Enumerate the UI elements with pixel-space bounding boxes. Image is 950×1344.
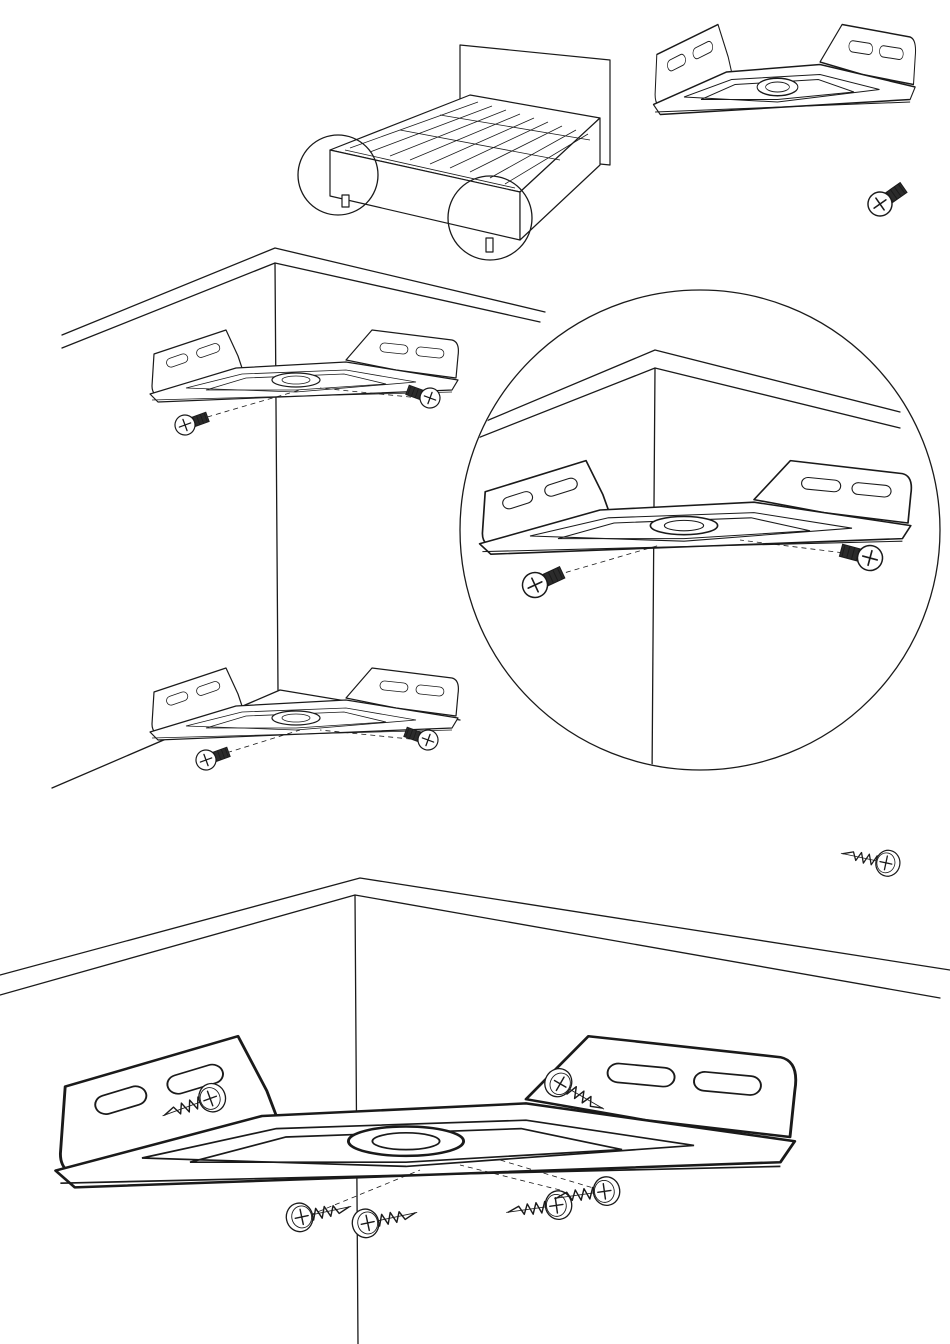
wood-screw-plate-2 (350, 1198, 421, 1240)
wood-screw-icon (838, 841, 902, 879)
lower-bracket (150, 668, 458, 773)
bed-overview (298, 45, 610, 260)
corner-bracket-part (653, 25, 915, 115)
detail-screw-right (838, 538, 886, 573)
detail-screw-left (518, 561, 567, 602)
wood-screw-plate-1 (284, 1192, 355, 1234)
frame-corner-assembly (52, 248, 545, 788)
upper-bracket (150, 330, 458, 438)
machine-screw-icon (863, 178, 910, 221)
detail-magnifier (460, 290, 940, 780)
screw-upper-left (172, 407, 211, 437)
wood-screw-assembly (0, 878, 950, 1344)
screw-lower-left (193, 742, 232, 772)
